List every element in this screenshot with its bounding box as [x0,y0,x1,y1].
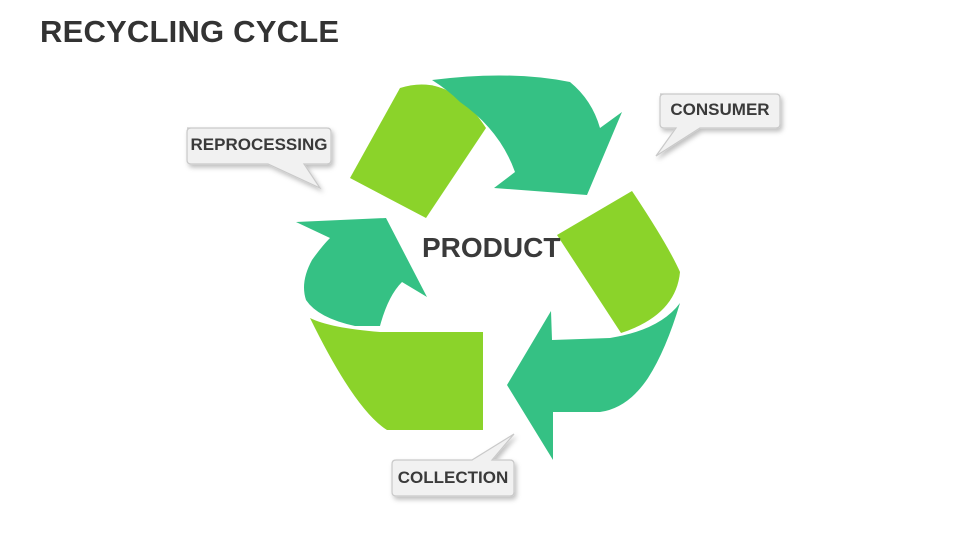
right-tail-segment [557,191,680,333]
slide-title: RECYCLING CYCLE [40,14,340,49]
top-arrow-head [432,75,622,195]
collection-label: COLLECTION [397,468,509,487]
reprocessing-callout [186,127,332,190]
reprocessing-label: REPROCESSING [190,135,328,154]
collection-callout [391,433,515,497]
left-tail-segment [310,318,483,430]
consumer-label: CONSUMER [670,100,770,119]
consumer-callout [655,93,781,157]
top-tail-segment [350,84,486,218]
left-arrow-head [296,218,427,326]
right-arrow-head [507,303,680,460]
center-label-product: PRODUCT [422,232,561,263]
